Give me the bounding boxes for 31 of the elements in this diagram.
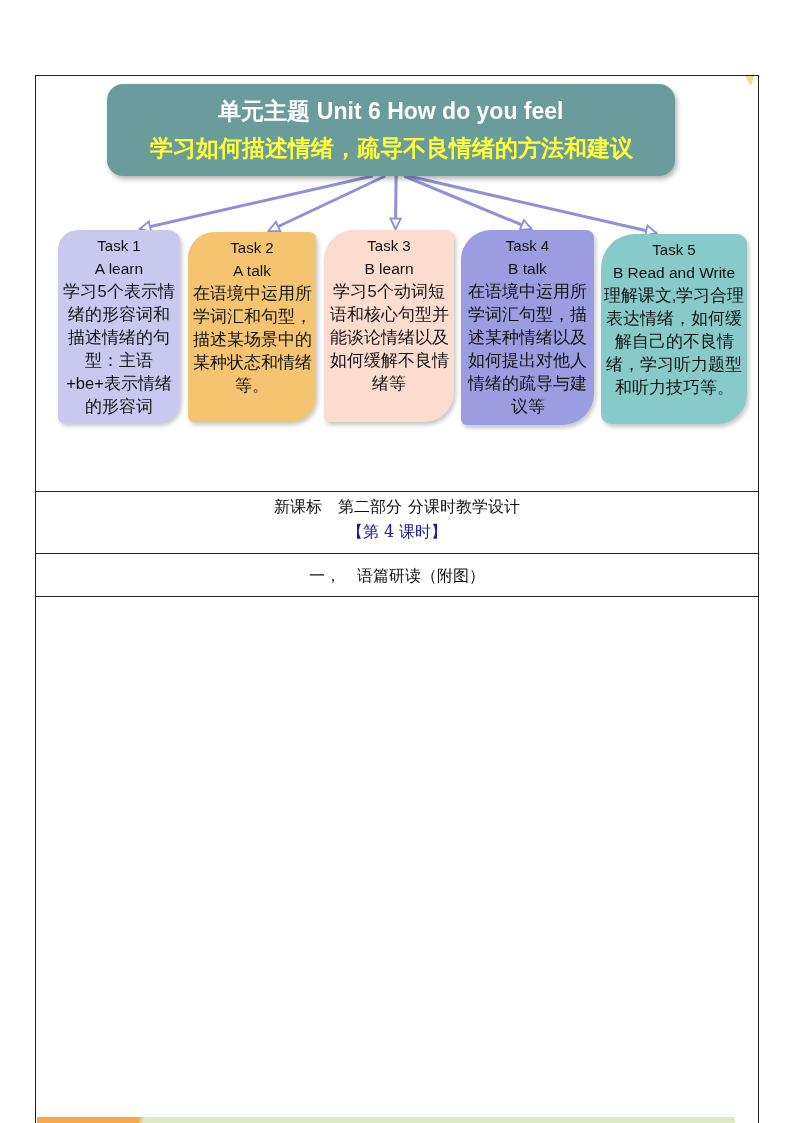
task-card <box>461 230 594 425</box>
arrow <box>267 174 386 233</box>
task-number: Task 5 <box>651 240 697 260</box>
arrow <box>138 174 374 233</box>
task-section: B Read and Write <box>603 261 745 284</box>
task-section: A talk <box>190 259 314 282</box>
task-card <box>188 232 316 422</box>
task-number: Task 1 <box>96 236 142 256</box>
unit-subtitle: 学习如何描述情绪，疏导不良情绪的方法和建议 <box>149 134 633 163</box>
task-section: B talk <box>463 257 592 280</box>
task-section: B learn <box>326 257 452 280</box>
lesson-number: 【第 4 课时】 <box>346 522 448 542</box>
task-number: Task 3 <box>366 236 412 256</box>
task-card <box>324 230 454 422</box>
task-number: Task 2 <box>229 238 275 258</box>
task-description: 理解课文,学习合理表达情绪，如何缓解自己的不良情绪，学习听力题型和听力技巧等。 <box>603 285 745 398</box>
task-description: 学习5个表示情绪的形容词和描述情绪的句型：主语+be+表示情绪的形容词 <box>62 281 176 417</box>
task-description: 在语境中运用所学词汇和句型，描述某场景中的某种状态和情绪等。 <box>191 283 313 396</box>
task-section: A learn <box>60 257 178 280</box>
task-description: 在语境中运用所学词汇句型，描述某种情绪以及如何提出对他人情绪的疏导与建议等 <box>466 281 588 417</box>
course-part-heading: 新课标 第二部分 分课时教学设计 <box>274 497 520 517</box>
arrow <box>407 174 658 237</box>
unit-title: 单元主题 Unit 6 How do you feel <box>218 97 564 126</box>
arrow <box>403 174 533 231</box>
task-description: 学习5个动词短语和核心句型并能谈论情绪以及如何缓解不良情绪等 <box>328 281 450 394</box>
banner-box <box>107 84 675 176</box>
task-card <box>58 230 180 423</box>
task-card <box>601 234 747 424</box>
section-heading: 一， 语篇研读（附图） <box>309 566 485 586</box>
arrow <box>389 176 402 230</box>
task-number: Task 4 <box>504 236 551 256</box>
